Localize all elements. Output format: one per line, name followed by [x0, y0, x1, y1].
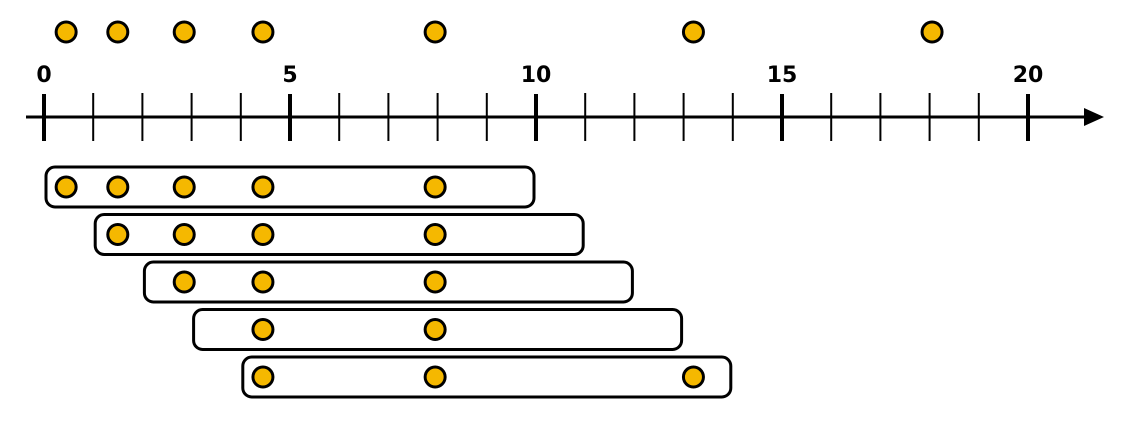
- data-point: [106, 20, 130, 44]
- window-point: [54, 175, 78, 199]
- window-box: [142, 260, 634, 304]
- window-point: [251, 365, 275, 389]
- data-point: [172, 20, 196, 44]
- window-row: [241, 355, 733, 399]
- window-box: [192, 308, 684, 351]
- window-point: [423, 223, 447, 246]
- window-box: [93, 213, 585, 256]
- window-point: [423, 175, 447, 199]
- window-row: [192, 308, 684, 351]
- top-points-row: [54, 20, 944, 44]
- data-point: [251, 20, 275, 44]
- tick-label-15: 15: [767, 63, 798, 88]
- window-point: [251, 223, 275, 246]
- window-point: [172, 175, 196, 199]
- tick-label-0: 0: [36, 63, 51, 88]
- axis-ticks: [42, 93, 1030, 141]
- axis-tick-labels: 0 5 10 15 20: [36, 63, 1043, 88]
- window-point: [423, 365, 447, 389]
- data-point: [681, 20, 705, 44]
- window-row: [93, 213, 585, 256]
- number-line: [26, 108, 1104, 126]
- data-point: [920, 20, 944, 44]
- window-point: [251, 270, 275, 294]
- window-row: [142, 260, 634, 304]
- window-box: [241, 355, 733, 399]
- window-point: [172, 223, 196, 246]
- window-point: [251, 175, 275, 199]
- axis-arrow-icon: [1084, 108, 1104, 126]
- data-point: [423, 20, 447, 44]
- window-point: [106, 175, 130, 199]
- data-point: [54, 20, 78, 44]
- window-point: [172, 270, 196, 294]
- tick-label-10: 10: [521, 63, 552, 88]
- tick-label-20: 20: [1013, 63, 1044, 88]
- window-box: [44, 165, 536, 209]
- window-row: [44, 165, 536, 209]
- tick-label-5: 5: [282, 63, 297, 88]
- window-point: [423, 318, 447, 341]
- window-point: [681, 365, 705, 389]
- window-rows: [44, 165, 733, 399]
- window-point: [423, 270, 447, 294]
- window-point: [251, 318, 275, 341]
- window-point: [106, 223, 130, 246]
